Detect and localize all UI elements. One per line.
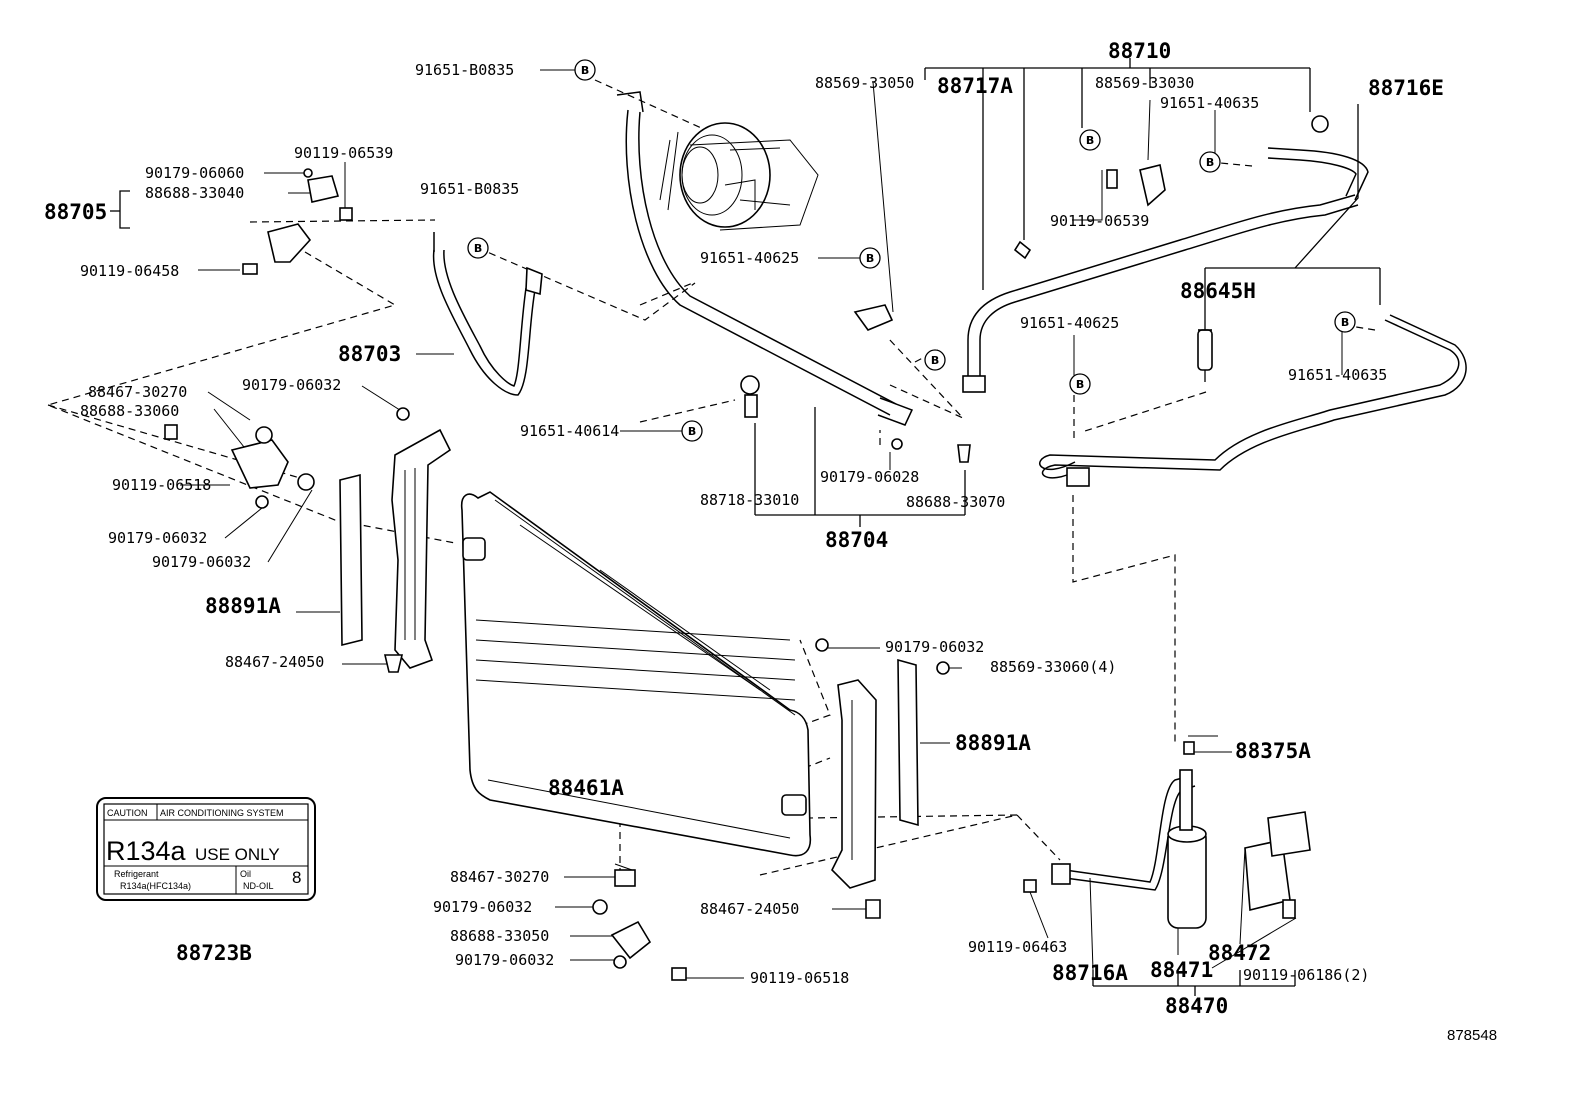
label-system: AIR CONDITIONING SYSTEM: [160, 808, 284, 818]
part-88717a: 88717A: [937, 74, 1013, 98]
part-88472: 88472: [1208, 941, 1271, 965]
part-88891a: 88891A: [205, 594, 281, 618]
bolt-marker: [1069, 373, 1091, 395]
label-refrigerant-value: R134a(HFC134a): [120, 881, 191, 891]
part-90119-06186: 90119-06186(2): [1243, 966, 1369, 984]
part-90179-06032: 90179-06032: [152, 553, 251, 571]
part-88891a: 88891A: [955, 731, 1031, 755]
part-88688-33050: 88688-33050: [450, 927, 549, 945]
part-90119-06539: 90119-06539: [294, 144, 393, 162]
part-88461a: 88461A: [548, 776, 624, 800]
hardware-drawings: [164, 115, 1329, 981]
bolt-marker: [1199, 151, 1221, 173]
part-91651-40614: 91651-40614: [520, 422, 619, 440]
part-90119-06463: 90119-06463: [968, 938, 1067, 956]
part-88710: 88710: [1108, 39, 1171, 63]
bracket-lines: [110, 58, 1381, 996]
part-91651-b0835: 91651-B0835: [415, 61, 514, 79]
part-90179-06028: 90179-06028: [820, 468, 919, 486]
part-91651-40625: 91651-40625: [700, 249, 799, 267]
part-88569-33050: 88569-33050: [815, 74, 914, 92]
label-oil-number: 8: [292, 868, 301, 887]
part-88703: 88703: [338, 342, 401, 366]
part-88704: 88704: [825, 528, 888, 552]
condenser-drawing: [460, 491, 812, 857]
part-88375a: 88375A: [1235, 739, 1311, 763]
part-88688-33060: 88688-33060: [80, 402, 179, 420]
part-88467-30270: 88467-30270: [450, 868, 549, 886]
part-88569-33060: 88569-33060(4): [990, 658, 1116, 676]
part-90119-06458: 90119-06458: [80, 262, 179, 280]
part-91651-b0835: 91651-B0835: [420, 180, 519, 198]
caution-label: CAUTION AIR CONDITIONING SYSTEM R134a US…: [96, 797, 316, 901]
part-90179-06032: 90179-06032: [455, 951, 554, 969]
part-90179-06060: 90179-06060: [145, 164, 244, 182]
part-88467-30270: 88467-30270: [88, 383, 187, 401]
part-88470: 88470: [1165, 994, 1228, 1018]
part-88471: 88471: [1150, 958, 1213, 982]
bolt-marker: [574, 59, 596, 81]
compressor-drawing: [659, 122, 819, 231]
part-88716e: 88716E: [1368, 76, 1444, 100]
label-use-only: USE ONLY: [195, 845, 280, 864]
part-88467-24050: 88467-24050: [700, 900, 799, 918]
label-oil: Oil: [240, 869, 251, 879]
part-labels: 88710 88717A 88716E 88569-33050 88569-33…: [44, 39, 1444, 1018]
part-88645h: 88645H: [1180, 279, 1256, 303]
part-88718-33010: 88718-33010: [700, 491, 799, 509]
bolt-marker: [1079, 129, 1101, 151]
part-91651-40635: 91651-40635: [1288, 366, 1387, 384]
label-r134a: R134a: [106, 836, 187, 866]
bolt-marker: [924, 349, 946, 371]
leader-lines: [180, 69, 1343, 979]
part-90179-06032: 90179-06032: [885, 638, 984, 656]
part-90119-06539: 90119-06539: [1050, 212, 1149, 230]
label-oil-value: ND-OIL: [243, 881, 274, 891]
part-90179-06032: 90179-06032: [433, 898, 532, 916]
part-88688-33070: 88688-33070: [906, 493, 1005, 511]
part-88467-24050: 88467-24050: [225, 653, 324, 671]
part-90179-06032: 90179-06032: [108, 529, 207, 547]
part-91651-40625: 91651-40625: [1020, 314, 1119, 332]
label-refrigerant: Refrigerant: [114, 869, 159, 879]
part-88723b: 88723B: [176, 941, 252, 965]
part-88716a: 88716A: [1052, 961, 1128, 985]
bolt-marker: [1334, 311, 1356, 333]
part-91651-40635: 91651-40635: [1160, 94, 1259, 112]
part-90179-06032: 90179-06032: [242, 376, 341, 394]
label-caution: CAUTION: [107, 808, 148, 818]
diagram-reference-number: 878548: [1447, 1027, 1497, 1044]
part-90119-06518: 90119-06518: [750, 969, 849, 987]
bolt-marker: [681, 420, 703, 442]
bolt-marker: [467, 237, 489, 259]
bolt-marker: [859, 247, 881, 269]
part-88688-33040: 88688-33040: [145, 184, 244, 202]
part-90119-06518: 90119-06518: [112, 476, 211, 494]
part-88569-33030: 88569-33030: [1095, 74, 1194, 92]
bolt-markers: [467, 59, 1356, 442]
part-88705: 88705: [44, 200, 107, 224]
